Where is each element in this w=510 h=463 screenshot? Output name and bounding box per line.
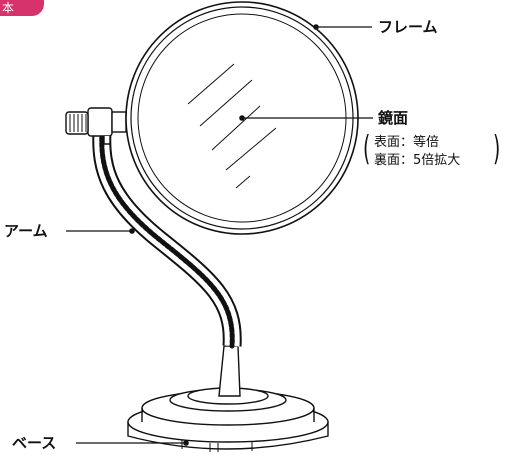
right-paren: ) bbox=[492, 129, 501, 169]
section-badge: 本 体 bbox=[0, 0, 44, 32]
base-label: ベース bbox=[12, 434, 57, 452]
neck-illustration bbox=[218, 345, 241, 397]
mirror-back-label: 裏面：5倍拡大 bbox=[374, 153, 461, 168]
arm-illustration bbox=[92, 129, 242, 349]
section-badge-label: 本 体 bbox=[2, 1, 21, 32]
frame-label: フレーム bbox=[378, 18, 438, 36]
mirror-front-label: 表面：等倍 bbox=[374, 135, 440, 150]
mirror-label: 鏡面 bbox=[378, 109, 409, 127]
knob-illustration bbox=[65, 107, 127, 145]
leader-lines bbox=[66, 24, 373, 446]
base-illustration bbox=[127, 387, 329, 452]
arm-label: アーム bbox=[4, 222, 48, 240]
left-paren: ( bbox=[362, 129, 371, 169]
